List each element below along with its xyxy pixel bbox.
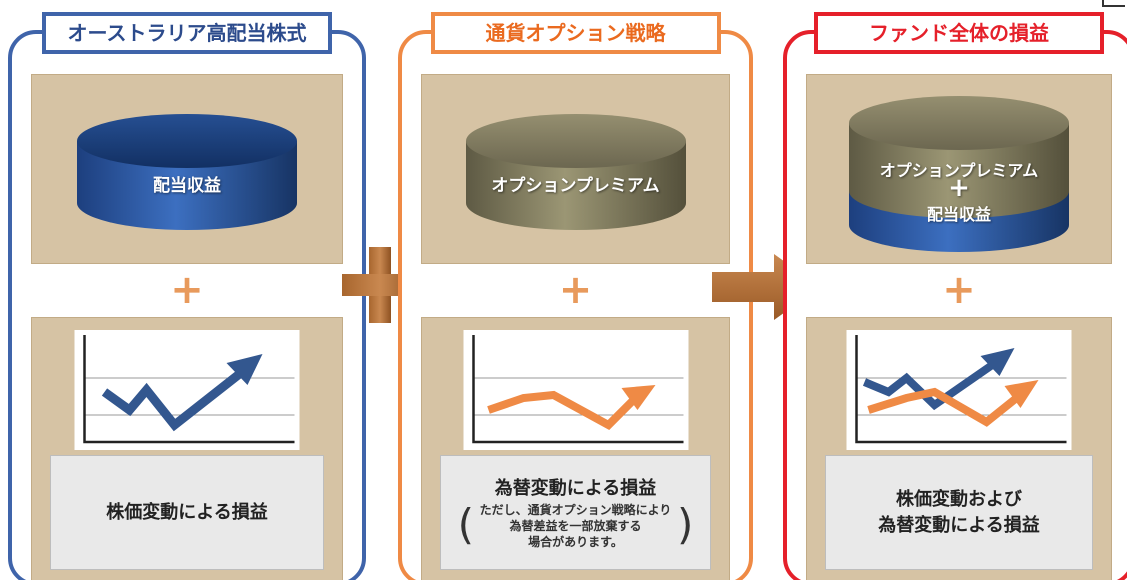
top-section: オプションプレミアム + 配当収益 (806, 74, 1112, 264)
caption-box: 株価変動および 為替変動による損益 (825, 455, 1093, 570)
caption-note: ただし、通貨オプション戦略により 為替差益を一部放棄する 場合があります。 (458, 500, 694, 550)
cylinder-label: オプションプレミアム (491, 176, 660, 196)
cylinder-dividend-income: 配当収益 (74, 113, 300, 233)
top-section: オプションプレミアム (421, 74, 730, 264)
plus-icon: + (558, 267, 593, 313)
panel-title: オーストラリア高配当株式 (42, 12, 332, 54)
panel-australian-dividend-stocks: オーストラリア高配当株式 配当収益 (8, 12, 366, 580)
cylinder-label: + (948, 173, 970, 203)
exchange-rate-chart (463, 330, 688, 450)
cylinder-label: 配当収益 (926, 205, 991, 224)
caption-line: 株価変動および (896, 488, 1022, 510)
combined-chart (846, 330, 1072, 450)
caption-line: 株価変動による損益 (106, 501, 268, 523)
panel-title: ファンド全体の損益 (814, 12, 1104, 54)
note-line: 場合があります。 (528, 534, 623, 549)
cylinder-label: オプションプレミアム (879, 161, 1039, 180)
partial-bracket-icon (1102, 0, 1125, 7)
top-section: 配当収益 (31, 74, 343, 264)
cylinder-combined: オプションプレミアム + 配当収益 (846, 95, 1072, 255)
plus-icon: + (170, 267, 204, 313)
stock-price-chart (74, 330, 300, 450)
cylinder-option-premium: オプションプレミアム (463, 113, 689, 233)
bottom-section: 株価変動による損益 (31, 317, 343, 580)
note-line: ただし、通貨オプション戦略により (479, 502, 672, 517)
bottom-section: 株価変動および 為替変動による損益 (806, 317, 1112, 580)
note-line: 為替差益を一部放棄する (509, 518, 642, 533)
caption-line: 為替変動による損益 (494, 477, 657, 499)
bottom-section: 為替変動による損益 ただし、通貨オプション戦略により 為替差益を一部放棄する 場… (421, 317, 730, 580)
panel-currency-option-strategy: 通貨オプション戦略 オプションプレミアム (398, 12, 753, 580)
cylinder-label: 配当収益 (153, 176, 221, 196)
plus-icon: + (942, 267, 976, 313)
caption-box: 株価変動による損益 (50, 455, 324, 570)
caption-box: 為替変動による損益 ただし、通貨オプション戦略により 為替差益を一部放棄する 場… (440, 455, 711, 570)
panel-title: 通貨オプション戦略 (430, 12, 721, 54)
caption-line: 為替変動による損益 (878, 514, 1040, 536)
panel-fund-total-profit-loss: ファンド全体の損益 オプションプレミアム + 配当収益 + (783, 12, 1127, 580)
